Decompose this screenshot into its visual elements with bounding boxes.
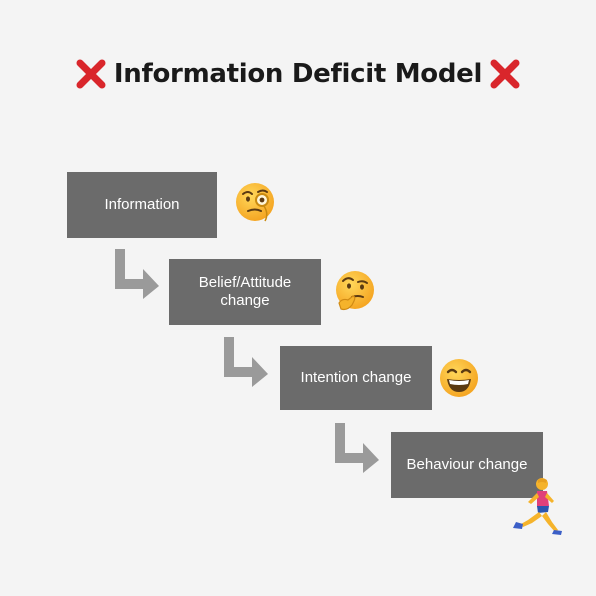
face-with-monocle-icon: [236, 183, 274, 222]
step-label: Information: [104, 196, 180, 213]
down-right-arrow-icon: [335, 423, 379, 473]
step-box-behaviour-change: Behaviour change: [391, 432, 543, 498]
step-label: Intention change: [300, 369, 412, 386]
step-box-intention-change: Intention change: [280, 346, 432, 410]
page-title: Information Deficit Model: [113, 59, 483, 89]
step-label: Behaviour change: [406, 456, 528, 473]
title-row: Information Deficit Model: [0, 50, 596, 98]
step-box-belief-attitude-change: Belief/Attitude change: [169, 259, 321, 325]
cross-mark-icon: [490, 59, 520, 89]
person-running-icon: [513, 478, 562, 535]
down-right-arrow-icon: [224, 337, 268, 387]
cross-mark-icon: [76, 59, 106, 89]
step-box-information: Information: [67, 172, 217, 238]
grinning-face-icon: [440, 359, 478, 397]
step-label: Belief/Attitude change: [198, 274, 292, 309]
down-right-arrow-icon: [115, 249, 159, 299]
thinking-face-icon: [336, 271, 374, 311]
